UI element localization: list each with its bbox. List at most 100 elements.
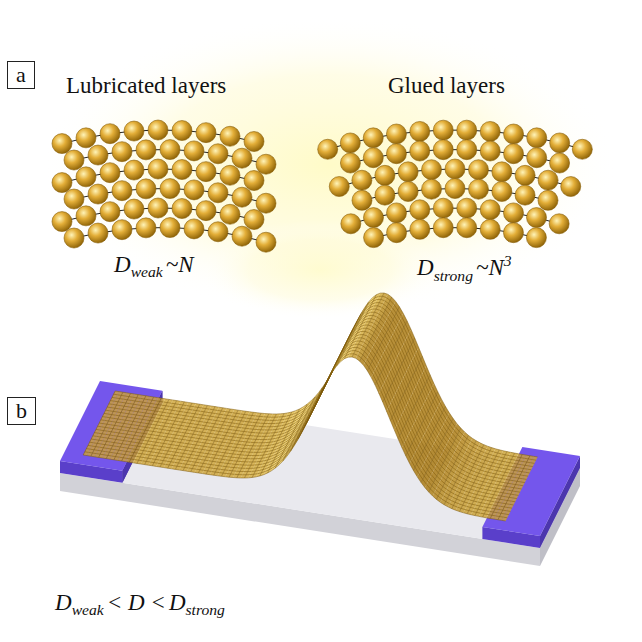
mesh-line — [399, 337, 403, 345]
mesh-line — [215, 472, 219, 474]
mesh-line — [119, 391, 123, 393]
mesh-line — [185, 450, 189, 452]
mesh-line — [205, 425, 209, 427]
atom — [398, 181, 418, 201]
mesh-line — [114, 418, 118, 420]
mesh-line — [226, 459, 230, 461]
mesh-line — [203, 414, 207, 416]
mesh-line — [271, 468, 275, 471]
atom — [232, 187, 252, 207]
mesh-line — [200, 469, 204, 471]
mesh-line — [355, 351, 359, 352]
mesh-line — [115, 425, 119, 427]
mesh-line — [142, 453, 146, 455]
mesh-line — [216, 461, 220, 463]
atom — [398, 162, 418, 182]
mesh-line — [204, 470, 208, 472]
mesh-line — [164, 426, 168, 428]
mesh-line — [381, 358, 385, 366]
mesh-line — [135, 418, 139, 420]
mesh-line — [129, 462, 133, 464]
mesh-line — [125, 437, 129, 439]
mesh-line — [164, 409, 168, 411]
mesh-line — [120, 398, 124, 400]
mesh-line — [100, 430, 104, 432]
mesh-line — [106, 410, 110, 412]
mesh-line — [102, 416, 106, 418]
mesh-line — [242, 474, 246, 475]
mesh-line — [366, 321, 370, 322]
mesh-line — [377, 299, 381, 300]
mesh-line — [191, 430, 195, 432]
mesh-line — [140, 408, 144, 410]
mesh-line — [146, 420, 150, 422]
atom — [136, 140, 156, 160]
mesh-line — [186, 422, 190, 424]
mesh-line — [212, 430, 216, 432]
atom — [550, 153, 570, 173]
mesh-line — [153, 448, 157, 450]
mesh-line — [183, 446, 187, 448]
mesh-line — [360, 361, 364, 365]
mesh-line — [144, 399, 148, 401]
mesh-line — [380, 345, 384, 352]
mesh-line — [210, 457, 214, 459]
mesh-line — [384, 352, 388, 360]
atom — [387, 223, 407, 243]
mesh-line — [106, 434, 110, 436]
mesh-line — [242, 434, 246, 435]
mesh-line — [240, 454, 244, 455]
atom-row — [364, 218, 547, 248]
mesh-line — [164, 467, 168, 469]
sheet-strip — [271, 404, 307, 471]
mesh-line — [371, 319, 375, 320]
mesh-line — [149, 455, 153, 457]
mesh-line — [250, 411, 254, 413]
mesh-line — [159, 418, 163, 420]
mesh-line — [91, 456, 95, 458]
mesh-line — [88, 445, 92, 447]
mesh-line — [148, 423, 152, 425]
mesh-line — [195, 413, 199, 415]
mesh-line — [246, 418, 250, 420]
mesh-line — [137, 397, 141, 399]
mesh-line — [219, 465, 223, 467]
mesh-line — [228, 463, 232, 464]
mesh-line — [138, 436, 142, 438]
mesh-line — [239, 441, 243, 442]
mesh-line — [196, 444, 200, 446]
mesh-line — [241, 420, 245, 422]
mesh-line — [372, 336, 376, 340]
mesh-line — [201, 459, 205, 461]
mesh-line — [178, 455, 182, 457]
mesh-line — [238, 410, 242, 412]
mesh-line — [140, 457, 144, 459]
atom — [526, 228, 546, 248]
mesh-line — [104, 437, 108, 439]
mesh-line — [114, 394, 118, 396]
mesh-line — [208, 436, 212, 438]
mesh-line — [125, 413, 129, 415]
mesh-line — [371, 339, 375, 343]
mesh-line — [214, 416, 218, 418]
mesh-line — [373, 323, 377, 326]
mesh-line — [105, 427, 109, 429]
mesh-line — [140, 450, 144, 452]
mesh-line — [137, 439, 141, 441]
mesh-line — [134, 452, 138, 454]
mesh-line — [248, 471, 252, 472]
mesh-line — [185, 426, 189, 428]
mesh-line — [367, 359, 371, 364]
mesh-line — [376, 309, 380, 310]
mesh-line — [233, 477, 237, 478]
mesh-line — [154, 397, 158, 399]
mesh-line — [233, 453, 237, 454]
mesh-line — [100, 454, 104, 456]
mesh-line — [355, 344, 359, 345]
mesh-line — [168, 451, 172, 453]
mesh-line — [272, 423, 276, 424]
mesh-line — [204, 446, 208, 448]
mesh-line — [370, 353, 374, 358]
mesh-line — [133, 421, 137, 423]
atom — [244, 210, 264, 230]
